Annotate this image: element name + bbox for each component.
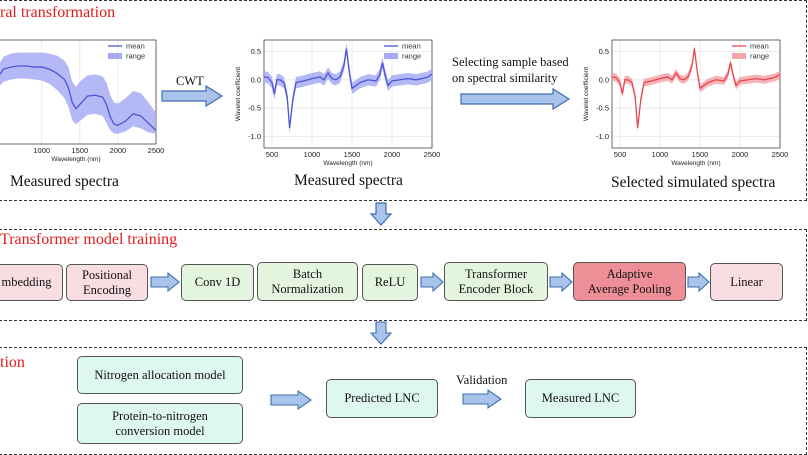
mean-line [0,65,157,131]
y-tick-label: 0.5 [599,47,609,56]
legend-mean-label: mean [750,42,769,51]
validation-label: Validation [456,373,508,387]
embedding-box: mbedding [0,264,63,301]
legend-range-label: range [402,52,421,61]
cwt-label: CWT [176,74,204,88]
mean-line [611,48,781,129]
spectral-transformation-panel [0,0,807,201]
caption-selected-simulated-spectra: Selected simulated spectra [611,174,776,191]
legend-range-swatch [384,53,398,59]
arrow-to-pooling [549,271,573,293]
arrow-to-measured [462,388,502,410]
legend-range-label: range [750,52,769,61]
x-tick-label: 2000 [732,150,749,159]
legend-range-swatch [108,53,122,59]
arrow-to-predicted [270,389,312,411]
range-band [0,52,156,134]
caption-measured-spectra-1: Measured spectra [10,173,119,190]
relu-box: ReLU [362,264,418,301]
y-tick-label: 0.5 [251,47,261,56]
y-tick-label: -0.5 [248,104,261,113]
measured-lnc-label: Measured LNC [541,391,620,405]
linear-label: Linear [730,274,763,289]
x-tick-label: 1000 [304,150,321,159]
plot-frame [0,39,157,145]
x-tick-label: 1500 [344,150,361,159]
y-tick-label: 0.0 [251,75,261,84]
plot-frame [611,39,781,149]
selection-arrow [460,87,571,111]
y-tick-label: -0.5 [596,104,609,113]
arrow-to-validation [369,321,393,345]
x-tick-label: 1500 [692,150,709,159]
arrow-to-linear [687,271,710,293]
arrow-to-conv1d [150,271,180,293]
section-title-validation: tion [0,354,25,371]
x-tick-label: 1000 [33,146,50,155]
x-tick-label: 2500 [772,150,789,159]
caption-measured-spectra-2: Measured spectra [294,172,403,189]
section-title-training: Transformer model training [0,231,178,248]
embedding-label: mbedding [1,275,52,289]
arrow-to-transformer [420,271,444,293]
predicted-lnc-label: Predicted LNC [344,391,420,405]
x-axis-label: Wavelength (nm) [671,160,720,167]
cwt-arrow [161,84,224,108]
legend-mean-label: mean [402,42,421,51]
selecting-label-line-2: on spectral similarity [452,71,558,85]
legend-range-swatch [732,53,746,59]
x-tick-label: 1500 [71,146,88,155]
nitrogen-allocation-model-label: Nitrogen allocation model [94,367,226,382]
x-tick-label: 2000 [110,146,127,155]
y-tick-label: -1.0 [248,132,261,141]
mean-line [263,48,433,129]
selecting-label-line-1: Selecting sample based [452,55,569,69]
y-axis-label: Wavelet coefficient [235,67,242,121]
legend-range-label: range [126,52,145,61]
conv1d-box: Conv 1D [181,264,254,301]
x-axis-label: Wavelength (nm) [323,160,372,167]
x-tick-label: 2500 [424,150,441,159]
predicted-lnc-box: Predicted LNC [326,379,438,418]
conv1d-label: Conv 1D [194,275,241,289]
y-axis-label: Wavelet coefficient [583,67,590,121]
arrow-to-training [369,202,393,226]
section-title-spectral: ral transformation [0,4,116,21]
y-tick-label: 0.0 [599,75,609,84]
y-tick-label: -1.0 [596,132,609,141]
nitrogen-allocation-model-box: Nitrogen allocation model [77,356,243,394]
plot-frame [263,39,433,149]
x-tick-label: 2000 [384,150,401,159]
transformer-training-panel [0,229,807,321]
measured-lnc-box: Measured LNC [525,379,636,418]
x-tick-label: 500 [266,150,279,159]
x-tick-label: 500 [614,150,627,159]
legend-mean-label: mean [126,42,145,51]
x-tick-label: 1000 [652,150,669,159]
relu-label: ReLU [374,275,406,289]
x-axis-label: Wavelength (nm) [51,156,100,163]
linear-box: Linear [710,263,783,301]
x-tick-label: 2500 [148,146,165,155]
